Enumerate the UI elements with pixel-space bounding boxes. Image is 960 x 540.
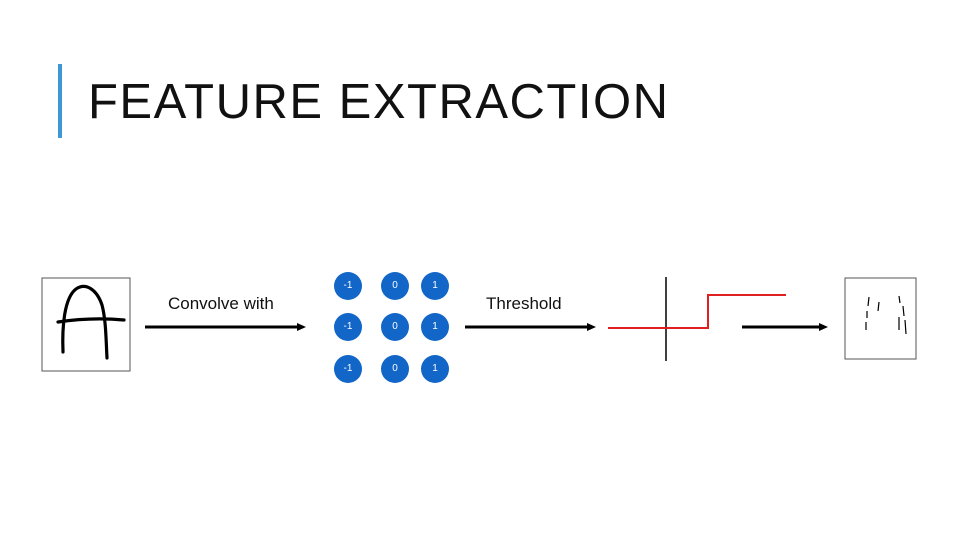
- kernel-cell-r0-c1: 0: [381, 272, 409, 300]
- kernel-cell-r2-c2: 1: [421, 355, 449, 383]
- kernel-cell-r0-c2: 1: [421, 272, 449, 300]
- kernel-cell-r2-c1: 0: [381, 355, 409, 383]
- kernel-cell-r2-c0: -1: [334, 355, 362, 383]
- arrow-to-threshold-icon: [465, 323, 596, 331]
- output-image-icon: [844, 277, 917, 360]
- kernel-cell-r1-c0: -1: [334, 313, 362, 341]
- slide-title: FEATURE EXTRACTION: [88, 75, 670, 129]
- arrow-to-convolve-icon: [145, 323, 306, 331]
- threshold-step-function-icon: [608, 277, 786, 361]
- kernel-cell-r1-c2: 1: [421, 313, 449, 341]
- kernel-cell-r0-c0: -1: [334, 272, 362, 300]
- kernel-cell-r1-c1: 0: [381, 313, 409, 341]
- input-image-icon: [41, 277, 131, 372]
- arrow-to-output-icon: [742, 323, 828, 331]
- threshold-label: Threshold: [486, 294, 562, 313]
- convolve-label: Convolve with: [168, 294, 274, 313]
- title-accent-bar: [58, 64, 62, 138]
